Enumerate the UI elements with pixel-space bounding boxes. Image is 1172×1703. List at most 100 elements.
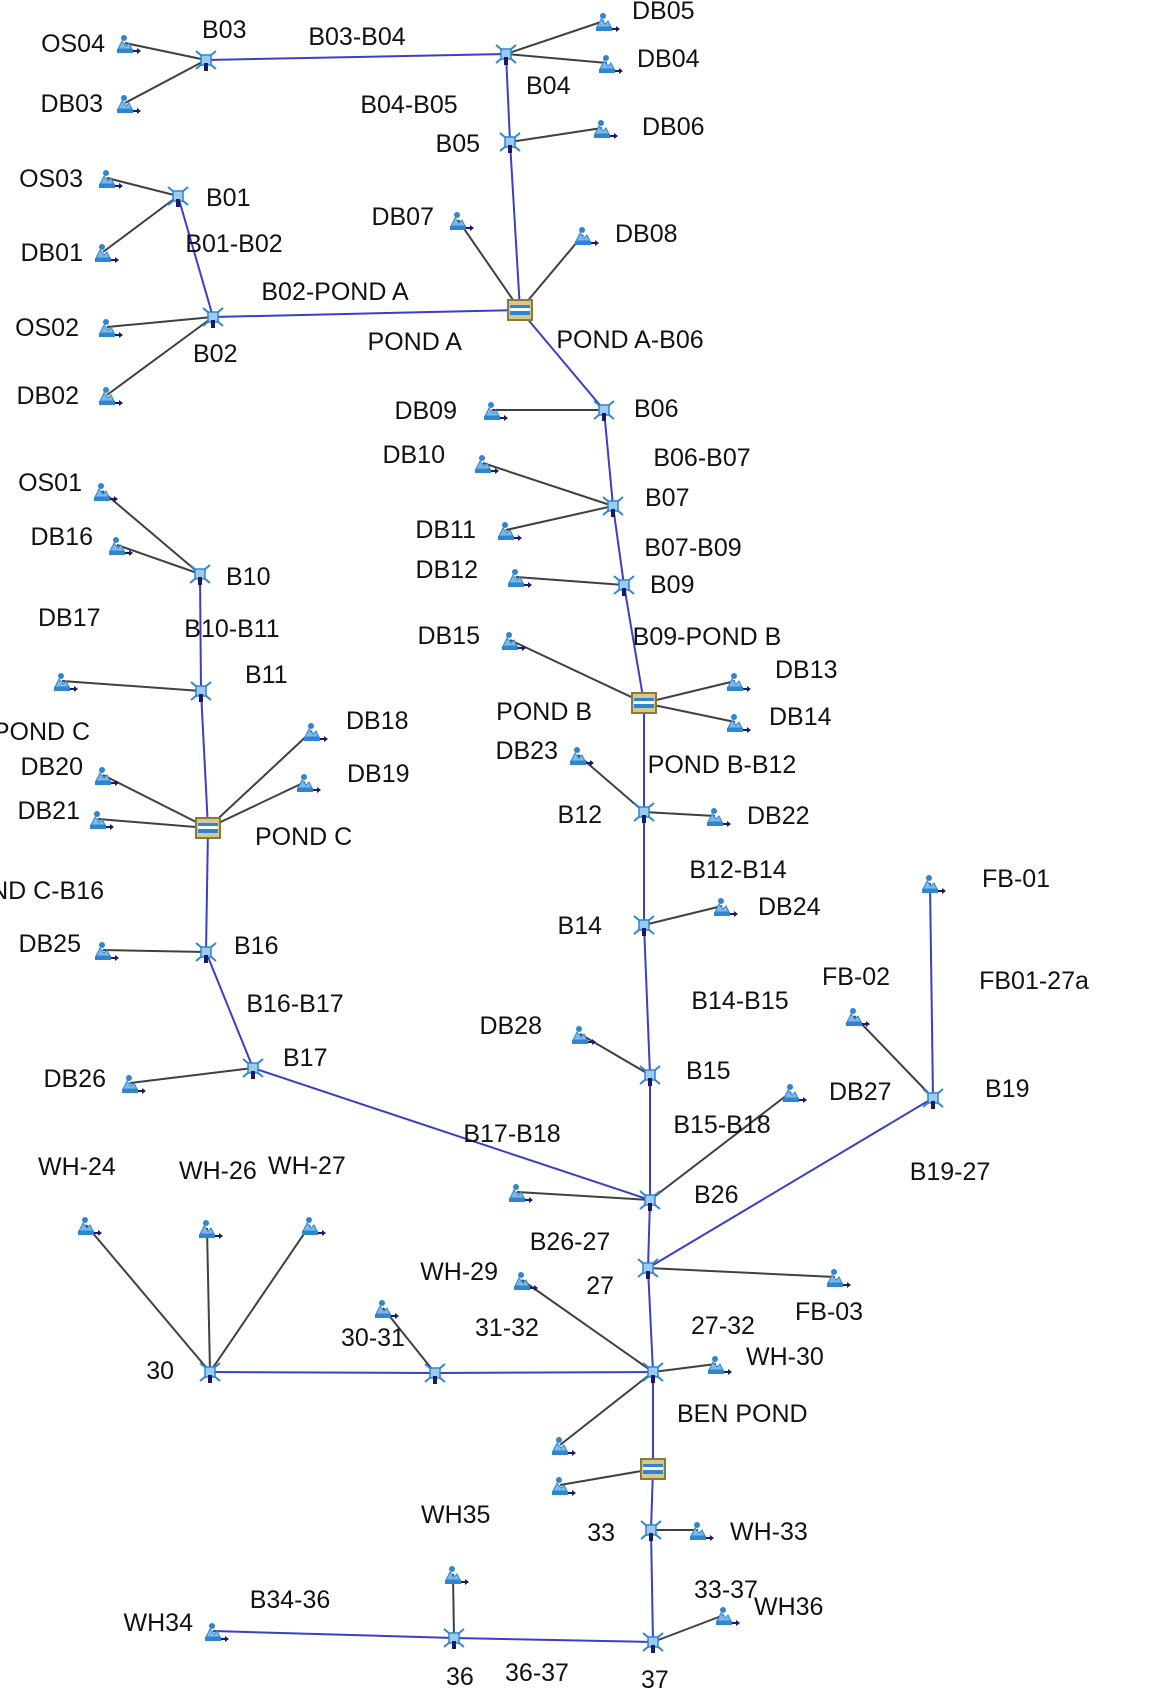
subbasin-icon[interactable]: [54, 673, 78, 692]
reach-b09-pondb[interactable]: [623, 584, 645, 704]
subbasin-icon[interactable]: [199, 1220, 223, 1239]
junction-icon[interactable]: [602, 496, 624, 517]
reach-j32-wh30[interactable]: [652, 1363, 717, 1373]
reach-j27-fb03[interactable]: [647, 1267, 836, 1278]
reach-b05-db06[interactable]: [509, 127, 603, 143]
junction-icon[interactable]: [190, 681, 212, 702]
reach-db15-pondb[interactable]: [509, 639, 645, 704]
subbasin-icon[interactable]: [596, 13, 620, 32]
subbasin-icon[interactable]: [117, 95, 141, 114]
reach-b01-b02[interactable]: [177, 195, 214, 318]
junction-icon[interactable]: [199, 1362, 221, 1383]
subbasin-icon[interactable]: [708, 1356, 732, 1375]
reach-b03-b04[interactable]: [205, 53, 507, 61]
reach-j37-wh36[interactable]: [652, 1614, 725, 1643]
reach-wh24-j30[interactable]: [85, 1224, 211, 1373]
subbasin-icon[interactable]: [95, 942, 119, 961]
reach-db28-b15[interactable]: [579, 1033, 651, 1076]
reach-j30-j31[interactable]: [209, 1371, 436, 1374]
reach-b17-b26[interactable]: [252, 1067, 651, 1201]
subbasin-icon[interactable]: [572, 1026, 596, 1045]
junction-icon[interactable]: [242, 1058, 264, 1079]
reach-db07-ponda[interactable]: [457, 219, 521, 311]
subbasin-icon[interactable]: [450, 212, 474, 231]
reach-b11-pondc[interactable]: [200, 690, 209, 829]
subbasin-icon[interactable]: [78, 1217, 102, 1236]
reach-b26-j27[interactable]: [647, 1199, 651, 1269]
reach-wh35-j36[interactable]: [452, 1573, 455, 1639]
subbasin-icon[interactable]: [99, 170, 123, 189]
reach-j33-j37[interactable]: [650, 1529, 654, 1643]
subbasin-icon[interactable]: [99, 319, 123, 338]
reach-j36-j37[interactable]: [453, 1637, 654, 1643]
reach-wh26-j30[interactable]: [206, 1227, 211, 1373]
subbasin-icon[interactable]: [205, 1623, 229, 1642]
subbasin-icon[interactable]: [95, 244, 119, 263]
reach-wh34-j36[interactable]: [212, 1630, 455, 1639]
subbasin-icon[interactable]: [575, 227, 599, 246]
reach-db12-b09[interactable]: [515, 576, 625, 586]
reach-db03-b03[interactable]: [124, 59, 207, 104]
subbasin-icon[interactable]: [375, 1300, 399, 1319]
junction-icon[interactable]: [424, 1363, 446, 1384]
junction-icon[interactable]: [499, 132, 521, 153]
reach-db14-pondb[interactable]: [643, 702, 736, 723]
reach-fb01-b19[interactable]: [929, 882, 934, 1099]
subbasin-icon[interactable]: [714, 898, 738, 917]
subbasin-icon[interactable]: [594, 120, 618, 139]
reach-os01-b10[interactable]: [101, 490, 201, 575]
subbasin-icon[interactable]: [783, 1084, 807, 1103]
subbasin-icon[interactable]: [502, 632, 526, 651]
subbasin-icon[interactable]: [508, 569, 532, 588]
subbasin-icon[interactable]: [117, 35, 141, 54]
junction-icon[interactable]: [642, 1362, 664, 1383]
reservoir-icon[interactable]: [195, 817, 221, 839]
reach-b06-b07[interactable]: [603, 409, 614, 507]
junction-icon[interactable]: [642, 1632, 664, 1653]
subbasin-icon[interactable]: [599, 55, 623, 74]
reach-db26-b17[interactable]: [129, 1067, 254, 1084]
reach-db13-pondb[interactable]: [643, 680, 736, 704]
reach-b04-db04[interactable]: [505, 53, 608, 64]
subbasin-icon[interactable]: [514, 1272, 538, 1291]
subbasin-icon[interactable]: [707, 808, 731, 827]
reach-db16-b10[interactable]: [116, 544, 201, 575]
reach-os04-b03[interactable]: [124, 42, 207, 61]
subbasin-icon[interactable]: [827, 1269, 851, 1288]
subbasin-icon[interactable]: [690, 1522, 714, 1541]
subbasin-icon[interactable]: [122, 1075, 146, 1094]
subbasin-icon[interactable]: [99, 387, 123, 406]
reach-db08-ponda[interactable]: [519, 234, 584, 311]
subbasin-icon[interactable]: [509, 1184, 533, 1203]
reach-db11-b07[interactable]: [505, 505, 614, 531]
junction-icon[interactable]: [639, 1065, 661, 1086]
reach-sub_ben-benpond[interactable]: [559, 1468, 654, 1486]
reach-b05-ponda[interactable]: [509, 141, 521, 311]
reach-pondc-b16[interactable]: [205, 827, 209, 953]
reach-db18-pondc[interactable]: [207, 730, 313, 829]
subbasin-icon[interactable]: [498, 522, 522, 541]
reach-db20-pondc[interactable]: [102, 774, 209, 829]
junction-icon[interactable]: [639, 1190, 661, 1211]
reach-b12-db22[interactable]: [643, 811, 716, 817]
reservoir-icon[interactable]: [507, 299, 533, 321]
subbasin-icon[interactable]: [552, 1437, 576, 1456]
subbasin-icon[interactable]: [727, 673, 751, 692]
subbasin-icon[interactable]: [95, 767, 119, 786]
reservoir-icon[interactable]: [631, 692, 657, 714]
reach-b16-b17[interactable]: [205, 951, 254, 1069]
reach-j27-j32[interactable]: [647, 1267, 654, 1373]
junction-icon[interactable]: [922, 1088, 944, 1109]
reach-db19-pondc[interactable]: [207, 781, 306, 829]
reach-wh27-j30[interactable]: [209, 1224, 311, 1373]
reach-db17-b11[interactable]: [61, 680, 202, 692]
reach-j31-j32[interactable]: [434, 1371, 654, 1374]
reach-db02-b02[interactable]: [106, 316, 214, 396]
reach-db27-b26[interactable]: [649, 1091, 792, 1201]
reach-wh29-j32[interactable]: [521, 1279, 654, 1373]
reach-ponda-b06[interactable]: [519, 309, 605, 411]
reach-db01-b01[interactable]: [102, 195, 179, 253]
subbasin-icon[interactable]: [302, 1217, 326, 1236]
junction-icon[interactable]: [202, 307, 224, 328]
subbasin-icon[interactable]: [552, 1477, 576, 1496]
